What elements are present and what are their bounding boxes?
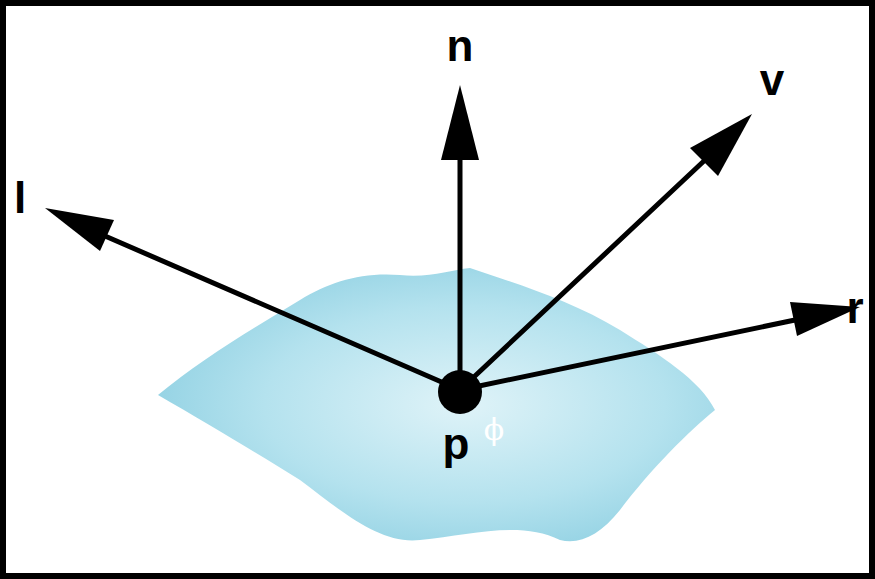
arrowhead — [690, 114, 752, 176]
arrowhead — [45, 208, 114, 251]
vector-label: ϕ — [484, 415, 504, 445]
light-vector — [105, 236, 460, 390]
reflection-vector — [460, 320, 795, 390]
vector-label: v — [760, 58, 784, 102]
surface-patch — [158, 268, 715, 541]
normal-vector — [458, 150, 463, 390]
vector-label: p — [443, 422, 470, 466]
vector-label: l — [14, 176, 26, 220]
point-p — [438, 370, 482, 414]
white-panel — [6, 6, 869, 573]
vector-label: n — [447, 24, 474, 68]
view-vector — [460, 160, 705, 390]
arrowhead — [441, 85, 479, 160]
vector-label: r — [846, 286, 863, 330]
